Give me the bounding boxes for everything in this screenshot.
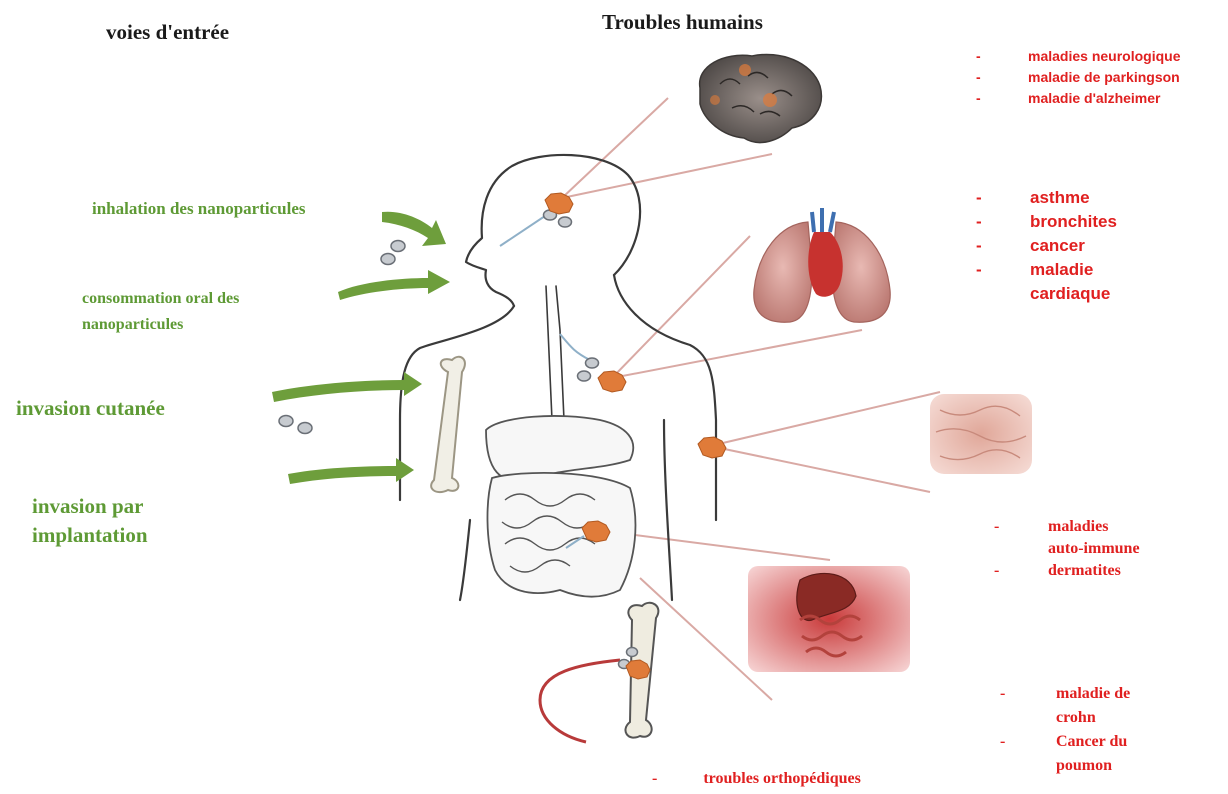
disorder-label: asthme [1030, 188, 1090, 207]
nanoparticle-icon [381, 241, 405, 265]
entry-implant-label-line1: invasion par [32, 494, 143, 519]
list-item: - cancer [976, 234, 1117, 258]
list-item: - dermatites [994, 560, 1140, 582]
list-item-continuation: crohn [1000, 706, 1130, 730]
disorder-label: Cancer du [1056, 733, 1127, 750]
list-item-continuation: cardiaque [976, 282, 1117, 306]
list-item-continuation: auto-immune [994, 538, 1140, 560]
entry-cutaneous-label: invasion cutanée [16, 396, 165, 421]
trachea [546, 286, 552, 420]
entry-oral-label-line2: nanoparticules [82, 316, 183, 334]
connector-brain-bottom [562, 154, 772, 198]
disorder-label: troubles orthopédiques [703, 770, 861, 787]
digestive-organs [486, 416, 635, 597]
disorder-label: auto-immune [1048, 540, 1140, 557]
connector-lungs-top [612, 236, 750, 378]
target-site-icon [698, 437, 726, 458]
list-item: - maladies neurologique [976, 46, 1180, 67]
entry-implant-label-line2: implantation [32, 523, 148, 548]
entry-oral-label-line1: consommation oral des [82, 290, 239, 308]
list-item: - maladies [994, 516, 1140, 538]
gut-disorders-list: - maladie de crohn - Cancer du poumon [1000, 682, 1130, 778]
list-item: - maladie de [1000, 682, 1130, 706]
head-profile [466, 155, 640, 306]
lung-disorders-list: - asthme - bronchites - cancer - maladie car… [976, 186, 1117, 306]
nanoparticle-icon [578, 358, 599, 381]
list-dash: - [976, 67, 981, 88]
disorder-label: maladie [1030, 260, 1093, 279]
list-dash: - [1000, 682, 1005, 706]
green-arrow-icon [288, 458, 414, 484]
list-item: - maladie de parkingson [976, 67, 1180, 88]
lungs-image [754, 208, 890, 322]
disorder-label: maladie d'alzheimer [1028, 90, 1161, 106]
entry-inhalation-label: inhalation des nanoparticules [92, 199, 306, 219]
digestion-path-arrow [560, 334, 590, 360]
bone-disorder-label: - troubles orthopédiques [652, 770, 861, 788]
disorder-label: bronchites [1030, 212, 1117, 231]
list-dash: - [976, 258, 982, 282]
disorder-label: maladie de parkingson [1028, 69, 1180, 85]
connector-skin-top [710, 392, 940, 446]
list-dash: - [994, 560, 999, 582]
green-arrow-icon [272, 372, 422, 402]
disorder-label: crohn [1056, 709, 1096, 726]
list-item-continuation: poumon [1000, 754, 1130, 778]
list-dash: - [976, 234, 982, 258]
skin-image [930, 394, 1032, 474]
disorder-label: maladies [1048, 518, 1108, 535]
curved-red-arrow [540, 660, 620, 742]
list-dash: - [976, 46, 981, 67]
connector-brain-top [562, 98, 668, 198]
nanoparticle-icon [279, 416, 312, 434]
connector-lungs-bottom [612, 330, 862, 378]
list-dash: - [1000, 730, 1005, 754]
list-item: - maladie d'alzheimer [976, 88, 1180, 109]
brain-disorders-list: - maladies neurologique - maladie de parki… [976, 46, 1180, 109]
list-item: - Cancer du [1000, 730, 1130, 754]
waist-right [664, 420, 672, 600]
inhalation-path-arrow [500, 214, 548, 246]
disorder-label: cardiaque [1030, 284, 1110, 303]
list-dash: - [994, 516, 999, 538]
target-site-icon [598, 371, 626, 392]
list-item: - asthme [976, 186, 1117, 210]
entry-routes-heading: voies d'entrée [106, 20, 229, 45]
trachea-inner [556, 286, 564, 420]
green-arrow-icon [382, 212, 446, 246]
disorders-heading: Troubles humains [602, 10, 763, 35]
connector-skin-bottom [710, 446, 930, 492]
list-dash: - [652, 770, 657, 787]
list-item: - bronchites [976, 210, 1117, 234]
disorder-label: dermatites [1048, 562, 1121, 579]
gut-image [748, 566, 910, 672]
disorder-label: cancer [1030, 236, 1085, 255]
brain-image [700, 54, 822, 142]
disorder-label: maladies neurologique [1028, 48, 1180, 64]
disorder-label: maladie de [1056, 685, 1130, 702]
list-dash: - [976, 186, 982, 210]
green-arrow-icon [338, 270, 450, 300]
intestine-shape [487, 473, 635, 597]
list-item: - maladie [976, 258, 1117, 282]
list-dash: - [976, 210, 982, 234]
disorder-label: poumon [1056, 757, 1112, 774]
arm-bone [431, 357, 465, 492]
list-dash: - [976, 88, 981, 109]
skin-disorders-list: - maladies auto-immune - dermatites [994, 516, 1140, 582]
arm-bone-shape [431, 357, 465, 492]
waist-left [460, 520, 470, 600]
liver-shape [486, 416, 633, 481]
